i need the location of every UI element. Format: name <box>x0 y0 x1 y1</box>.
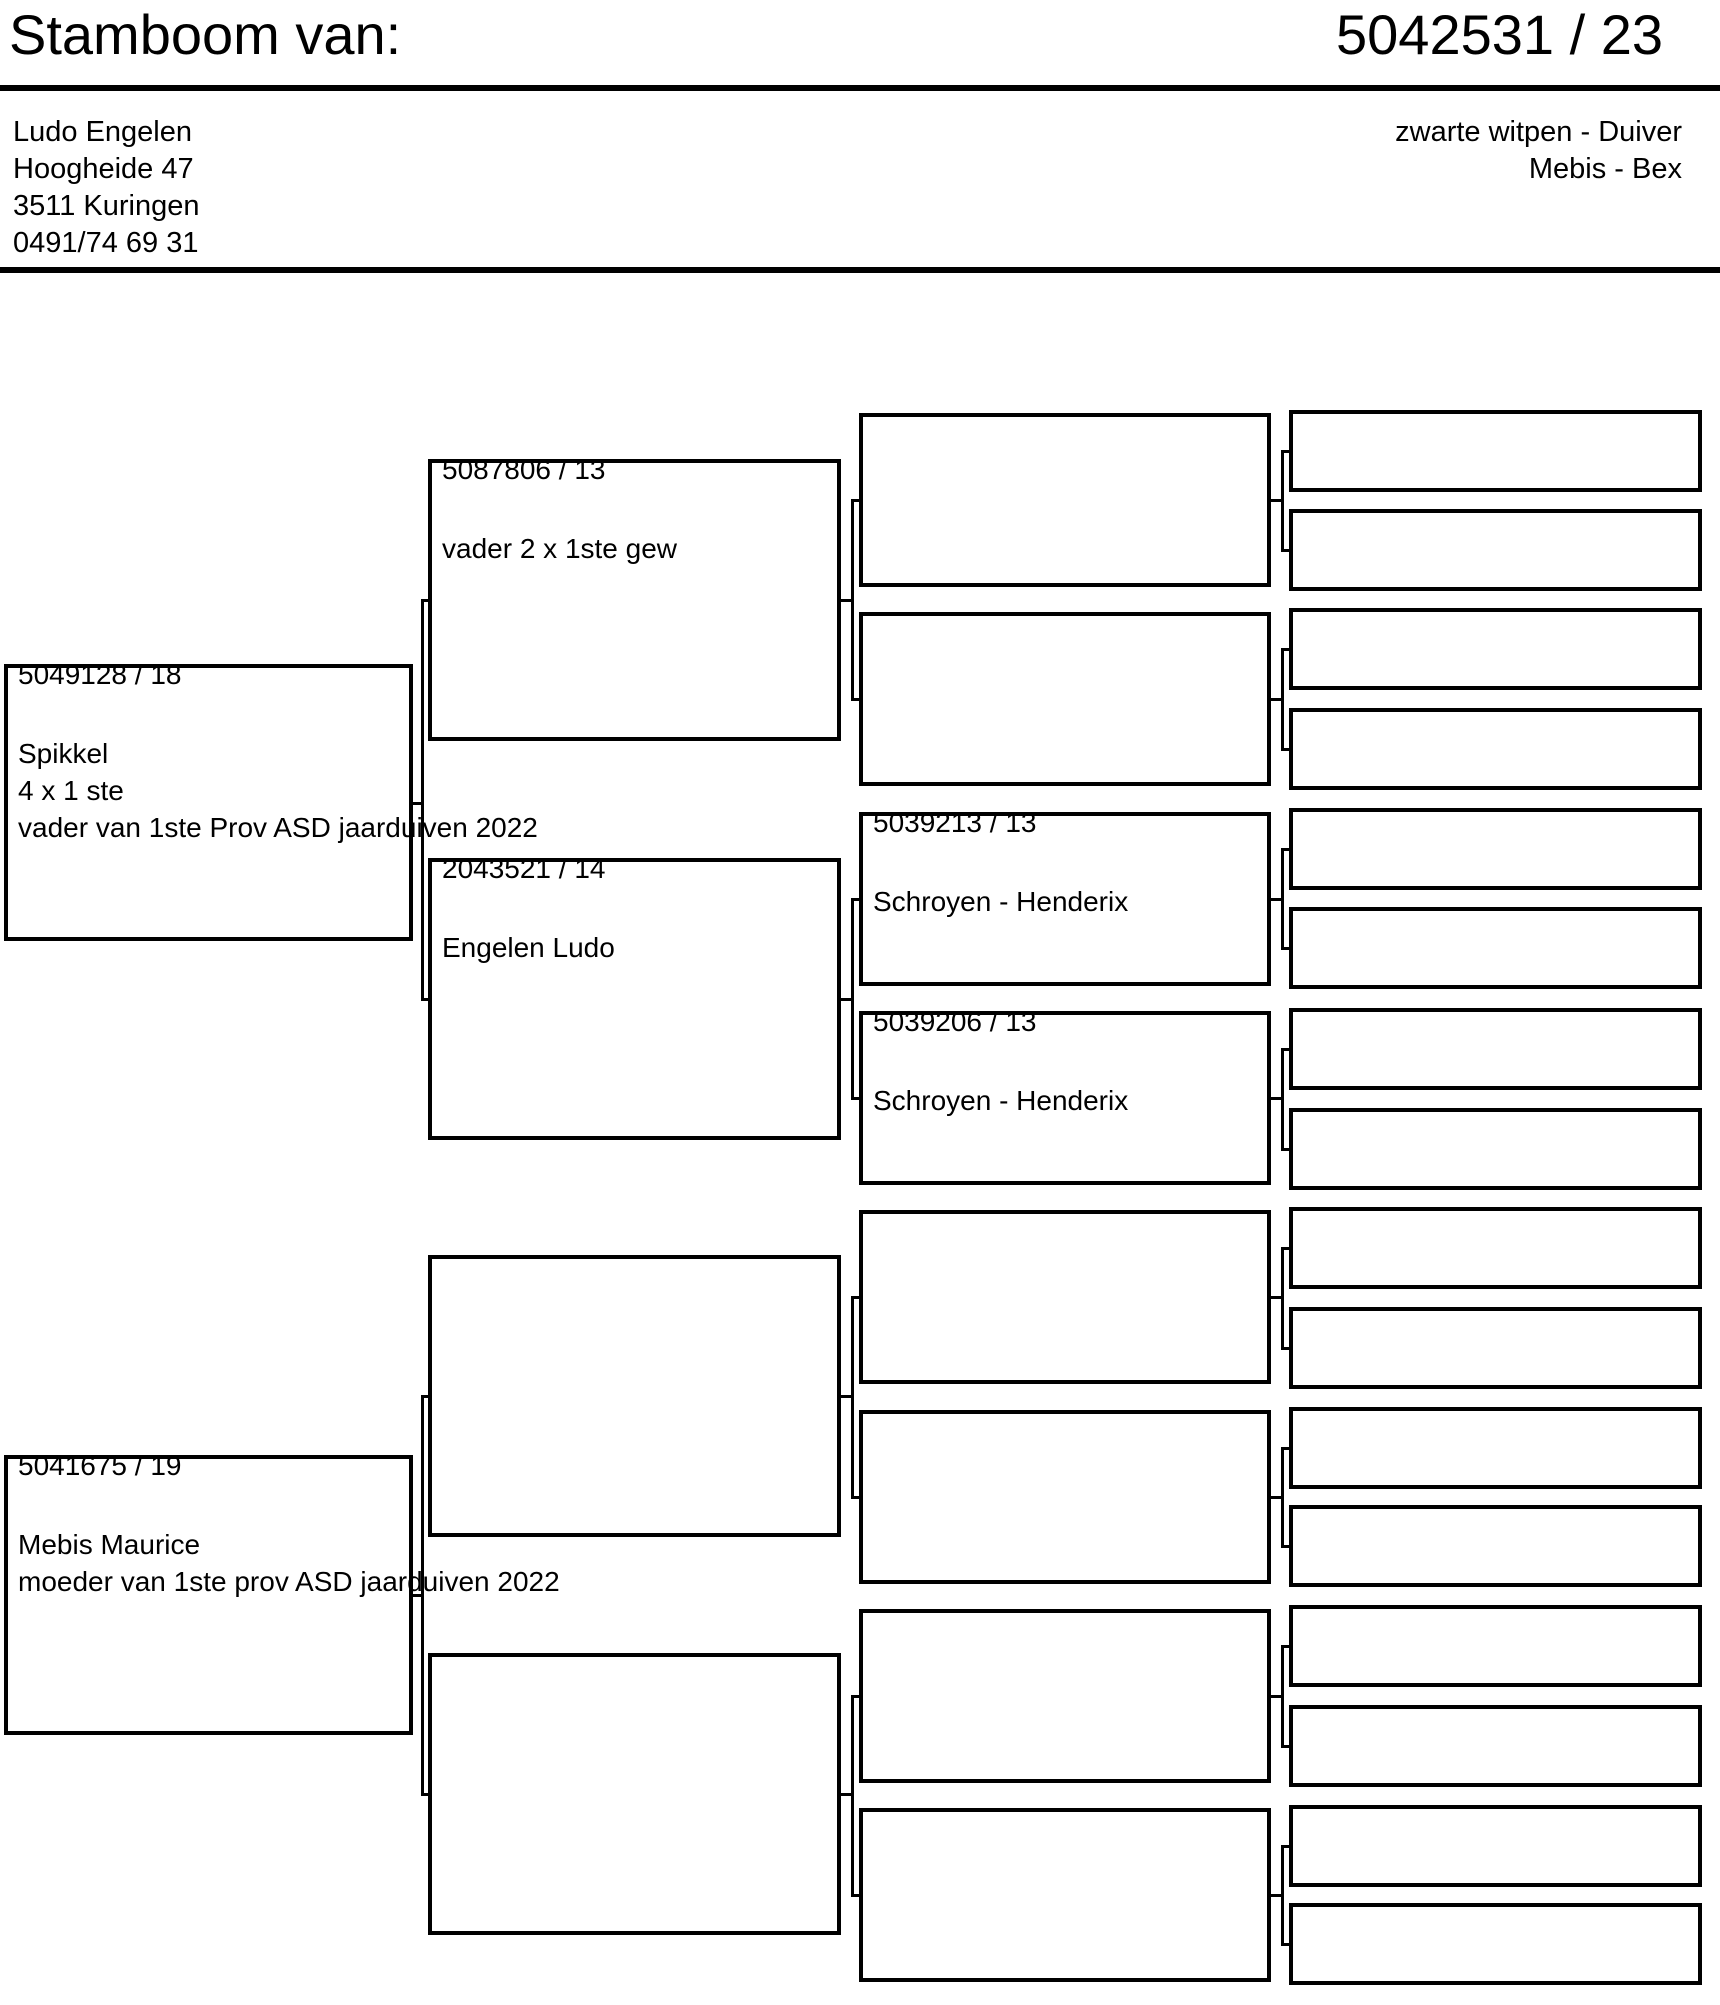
box-description: vader 2 x 1ste gew <box>442 530 677 567</box>
bird-block: zwarte witpen - Duiver Mebis - Bex <box>1395 114 1682 188</box>
ring-id: 5049128 / 18 <box>18 659 182 690</box>
pedigree-box-gen3-6 <box>859 1410 1271 1584</box>
connector-bracket <box>421 599 428 1001</box>
pedigree-box-gen4-2 <box>1289 509 1702 591</box>
pedigree-box-gen2-4 <box>428 1653 841 1935</box>
box-text-line: moeder van 1ste prov ASD jaarduiven 2022 <box>18 1566 560 1597</box>
pedigree-box-gen3-5 <box>859 1210 1271 1384</box>
pedigree-box-gen1-2: 5041675 / 19 Mebis Maurice moeder van 1ste… <box>4 1450 560 1735</box>
box-text-line: vader 2 x 1ste gew <box>442 533 678 564</box>
pedigree-box-gen4-13 <box>1289 1605 1702 1687</box>
ring-id: 2043521 / 14 <box>442 853 606 884</box>
box-text-line: Schroyen - Henderix <box>873 1085 1129 1116</box>
pedigree-box-gen3-3: 5039213 / 13 Schroyen - Henderix <box>859 807 1271 986</box>
box-description: Mebis Maurice moeder van 1ste prov ASD ja… <box>18 1526 560 1600</box>
owner-city: 3511 Kuringen <box>13 190 200 222</box>
pedigree-box-gen4-4 <box>1289 708 1702 790</box>
pedigree-box-gen4-11 <box>1289 1407 1702 1489</box>
box-text-line: Engelen Ludo <box>442 932 615 963</box>
box-text-line: vader van 1ste Prov ASD jaarduiven 2022 <box>18 812 538 843</box>
connector-stub <box>841 599 854 602</box>
connector-stub <box>841 998 854 1001</box>
header-divider-bottom <box>0 267 1720 273</box>
box-description: Engelen Ludo <box>442 929 615 966</box>
box-text-line: Mebis Maurice <box>18 1529 201 1560</box>
pedigree-box-gen4-15 <box>1289 1805 1702 1887</box>
ring-number: 5042531 / 23 <box>1336 3 1663 66</box>
header-divider-top <box>0 85 1720 91</box>
pedigree-box-gen3-8 <box>859 1808 1271 1982</box>
connector-stub <box>1271 1496 1284 1499</box>
connector-stub <box>841 1395 854 1398</box>
pedigree-box-gen4-14 <box>1289 1705 1702 1787</box>
pedigree-box-gen2-1: 5087806 / 13 vader 2 x 1ste gew <box>428 454 841 741</box>
connector-stub <box>413 801 424 805</box>
box-description: Spikkel 4 x 1 ste vader van 1ste Prov ASD … <box>18 735 538 846</box>
box-text-line: Schroyen - Henderix <box>873 886 1129 917</box>
box-text-line: 4 x 1 ste <box>18 775 124 806</box>
bird-strain: Mebis - Bex <box>1528 153 1682 185</box>
pedigree-box-gen3-7 <box>859 1609 1271 1783</box>
pedigree-box-gen1-1: 5049128 / 18 Spikkel 4 x 1 ste vader van 1s… <box>4 659 538 941</box>
connector-stub <box>1271 1097 1284 1100</box>
pedigree-box-gen3-1 <box>859 413 1271 587</box>
connector-stub <box>841 1793 854 1796</box>
pedigree-box-gen2-2: 2043521 / 14 Engelen Ludo <box>428 853 841 1140</box>
pedigree-box-gen4-9 <box>1289 1207 1702 1289</box>
bird-description: zwarte witpen - Duiver <box>1395 116 1682 148</box>
box-description: Schroyen - Henderix <box>873 883 1128 920</box>
pedigree-box-gen4-8 <box>1289 1108 1702 1190</box>
page-title: Stamboom van: <box>9 3 402 66</box>
ring-id: 5041675 / 19 <box>18 1450 182 1481</box>
ring-id: 5039206 / 13 <box>873 1006 1037 1037</box>
connector-bracket <box>851 1695 859 1897</box>
pedigree-box-gen4-16 <box>1289 1903 1702 1985</box>
owner-name: Ludo Engelen <box>13 116 192 148</box>
connector-stub <box>1271 898 1284 901</box>
owner-phone: 0491/74 69 31 <box>13 227 199 259</box>
connector-stub <box>1271 698 1284 701</box>
pedigree-box-gen2-3 <box>428 1255 841 1537</box>
ring-id: 5087806 / 13 <box>442 454 606 485</box>
connector-stub <box>1271 1296 1284 1299</box>
pedigree-box-gen4-7 <box>1289 1008 1702 1090</box>
pedigree-box-gen4-12 <box>1289 1505 1702 1587</box>
owner-street: Hoogheide 47 <box>13 153 194 185</box>
pedigree-box-gen4-6 <box>1289 907 1702 989</box>
box-text-line: Spikkel <box>18 738 109 769</box>
connector-stub <box>413 1594 424 1597</box>
pedigree-box-gen4-1 <box>1289 410 1702 492</box>
pedigree-box-gen4-3 <box>1289 608 1702 690</box>
connector-stub <box>1271 499 1284 502</box>
ring-id: 5039213 / 13 <box>873 807 1037 838</box>
pedigree-box-gen3-4: 5039206 / 13 Schroyen - Henderix <box>859 1006 1271 1185</box>
pedigree-box-gen3-2 <box>859 612 1271 786</box>
owner-block: Ludo Engelen Hoogheide 47 3511 Kuringen … <box>13 114 200 262</box>
pedigree-box-gen4-5 <box>1289 808 1702 890</box>
connector-stub <box>1271 1695 1284 1698</box>
connector-stub <box>1271 1894 1284 1897</box>
box-description: Schroyen - Henderix <box>873 1082 1128 1119</box>
pedigree-box-gen4-10 <box>1289 1307 1702 1389</box>
